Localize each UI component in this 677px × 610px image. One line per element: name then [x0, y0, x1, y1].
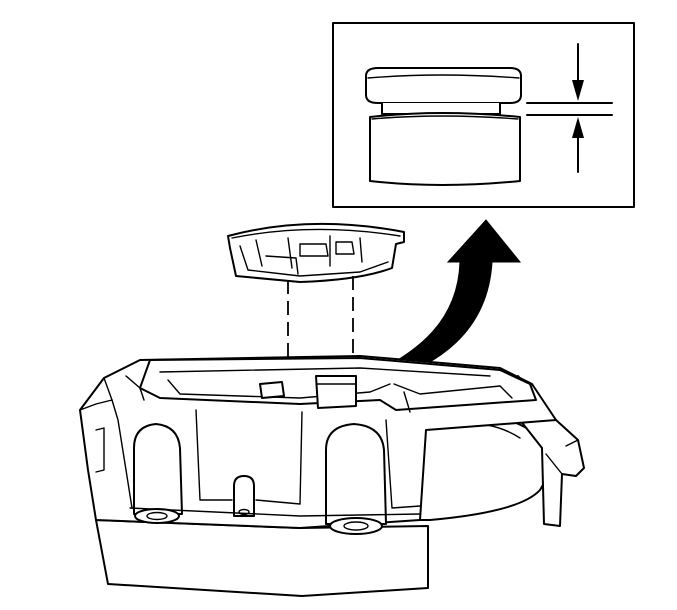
button-cap — [365, 67, 522, 104]
locating-tab — [259, 381, 285, 399]
detail-inset — [332, 22, 635, 208]
main-housing — [79, 355, 585, 597]
removed-component — [227, 222, 405, 283]
bolt-boss-right — [325, 423, 387, 535]
center-slot — [233, 475, 255, 517]
arrow-down-icon — [572, 43, 584, 101]
housing-rim — [95, 519, 429, 597]
arrow-up-icon — [572, 117, 584, 173]
button-base — [369, 112, 521, 186]
button-seat — [315, 375, 357, 409]
